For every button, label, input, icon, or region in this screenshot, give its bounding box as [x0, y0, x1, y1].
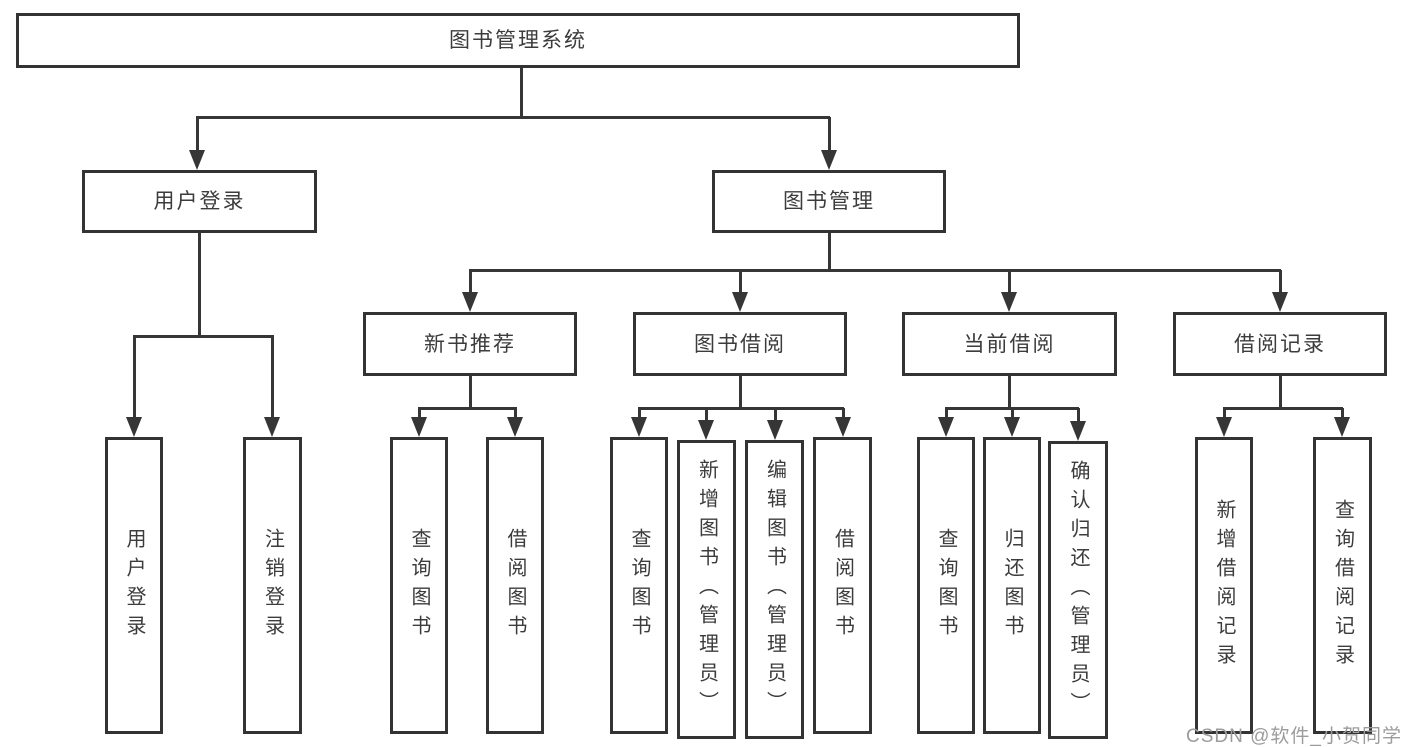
node-label-leaf-borrow-books: 借阅图书: [831, 527, 854, 644]
arrow-down-icon: [264, 417, 280, 437]
arrow-down-icon: [462, 292, 478, 312]
node-leaf-user-login: 用户登录: [105, 437, 163, 734]
node-user-login-branch: 用户登录: [82, 170, 317, 233]
node-label-leaf-return-books: 归还图书: [1001, 527, 1023, 644]
node-book-borrowing: 图书借阅: [633, 312, 847, 376]
arrow-shaft: [1341, 408, 1344, 419]
arrow-shaft: [638, 408, 641, 419]
node-book-management-branch: 图书管理: [712, 170, 946, 233]
arrow-shaft: [1223, 408, 1226, 419]
node-system-root: 图书管理系统: [16, 13, 1020, 68]
arrow-shaft: [842, 408, 845, 419]
node-leaf-return-books: 归还图书: [983, 437, 1041, 734]
node-leaf-query-books-borrow: 查询图书: [610, 437, 668, 734]
arrow-shaft: [196, 117, 199, 152]
arrow-down-icon: [189, 150, 205, 170]
arrow-down-icon: [1004, 417, 1020, 437]
arrow-shaft: [469, 270, 472, 294]
arrow-down-icon: [732, 292, 748, 312]
arrow-shaft: [774, 408, 777, 422]
arrow-down-icon: [411, 417, 427, 437]
node-label-leaf-query-books-rec: 查询图书: [408, 527, 430, 644]
node-label-leaf-confirm-return-admin: 确认归还（管理员）: [1067, 459, 1089, 721]
arrow-down-icon: [1272, 292, 1288, 312]
csdn-watermark: CSDN @软件_小贺同学: [1186, 726, 1402, 747]
node-label-book-management-branch: 图书管理: [783, 190, 875, 213]
node-label-leaf-borrow-books-rec: 借阅图书: [504, 527, 526, 644]
node-leaf-borrow-books: 借阅图书: [813, 437, 872, 734]
arrow-down-icon: [1070, 421, 1086, 441]
arrow-shaft: [1011, 408, 1014, 419]
node-label-leaf-add-borrow-record: 新增借阅记录: [1213, 498, 1235, 673]
node-leaf-add-books-admin: 新增图书（管理员）: [677, 440, 736, 739]
node-leaf-confirm-return-admin: 确认归还（管理员）: [1048, 441, 1108, 739]
node-leaf-query-books-current: 查询图书: [917, 437, 975, 734]
node-label-leaf-query-books-current: 查询图书: [935, 527, 957, 644]
arrow-down-icon: [1334, 417, 1350, 437]
node-label-system-root: 图书管理系统: [449, 29, 587, 52]
arrow-shaft: [828, 117, 831, 152]
arrow-down-icon: [126, 417, 142, 437]
node-label-leaf-add-books-admin: 新增图书（管理员）: [695, 459, 718, 720]
node-leaf-edit-books-admin: 编辑图书（管理员）: [745, 440, 804, 739]
connector-line: [198, 233, 201, 337]
node-label-user-login-branch: 用户登录: [153, 190, 246, 213]
connector-line: [828, 233, 831, 271]
connector-line: [133, 335, 274, 338]
arrow-down-icon: [698, 420, 714, 440]
connector-line: [469, 376, 472, 409]
arrow-down-icon: [631, 417, 647, 437]
node-current-borrowing: 当前借阅: [902, 312, 1117, 376]
node-leaf-add-borrow-record: 新增借阅记录: [1195, 437, 1253, 734]
connector-line: [418, 407, 517, 410]
arrow-shaft: [133, 336, 136, 419]
connector-line: [1279, 376, 1282, 409]
node-label-leaf-logout: 注销登录: [261, 527, 284, 644]
node-label-leaf-user-login: 用户登录: [123, 527, 145, 644]
arrow-shaft: [514, 408, 517, 419]
connector-line: [1008, 376, 1011, 409]
node-borrowing-records: 借阅记录: [1173, 312, 1387, 376]
arrow-shaft: [945, 408, 948, 419]
connector-line: [638, 407, 844, 410]
node-label-leaf-query-borrow-record: 查询借阅记录: [1331, 498, 1354, 673]
arrow-down-icon: [938, 417, 954, 437]
node-label-borrowing-records: 借阅记录: [1234, 332, 1326, 356]
node-leaf-borrow-books-rec: 借阅图书: [486, 437, 544, 734]
node-label-leaf-edit-books-admin: 编辑图书（管理员）: [763, 459, 786, 720]
connector-line: [739, 376, 742, 409]
node-new-book-recommendation: 新书推荐: [363, 312, 577, 376]
arrow-shaft: [739, 270, 742, 294]
node-leaf-logout: 注销登录: [243, 437, 302, 734]
node-leaf-query-borrow-record: 查询借阅记录: [1313, 437, 1372, 734]
arrow-down-icon: [835, 417, 851, 437]
connector-line: [520, 68, 523, 119]
node-label-current-borrowing: 当前借阅: [963, 332, 1056, 356]
node-label-leaf-query-books-borrow: 查询图书: [628, 527, 650, 644]
arrow-shaft: [271, 336, 274, 419]
node-label-new-book-recommendation: 新书推荐: [424, 332, 516, 356]
arrow-shaft: [1279, 270, 1282, 294]
arrow-down-icon: [821, 150, 837, 170]
arrow-down-icon: [767, 420, 783, 440]
arrow-shaft: [1077, 408, 1080, 423]
arrow-down-icon: [507, 417, 523, 437]
node-label-book-borrowing: 图书借阅: [694, 332, 786, 356]
arrow-shaft: [418, 408, 421, 419]
arrow-shaft: [705, 408, 708, 422]
connector-line: [196, 116, 830, 119]
node-leaf-query-books-rec: 查询图书: [390, 437, 448, 734]
connector-line: [469, 269, 1281, 272]
arrow-shaft: [1008, 270, 1011, 294]
arrow-down-icon: [1216, 417, 1232, 437]
arrow-down-icon: [1001, 292, 1017, 312]
connector-line: [1223, 407, 1343, 410]
